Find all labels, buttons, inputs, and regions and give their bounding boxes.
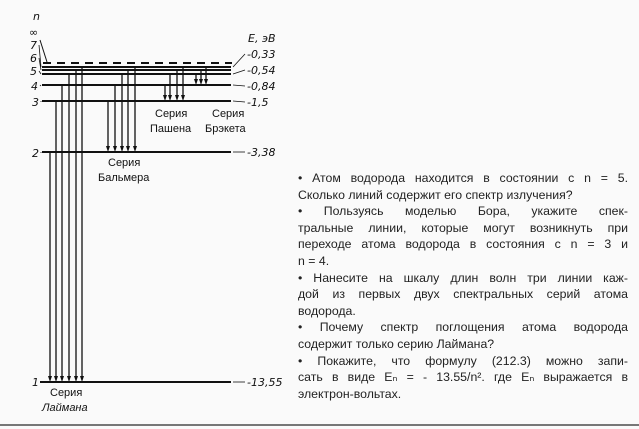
- question-line: Сколько линий содержит его спектр излуче…: [298, 187, 573, 202]
- energy-leader: [232, 100, 246, 103]
- lyman-label-2: Лаймана: [41, 402, 88, 414]
- level-number: 1: [32, 376, 39, 389]
- infinity-label: ∞: [29, 26, 38, 39]
- paschen-label-2: Пашена: [150, 123, 192, 135]
- arrowhead: [48, 376, 52, 382]
- arrowhead: [67, 376, 71, 382]
- question-line: • Покажите, что формулу (212.3) можно за…: [298, 353, 628, 368]
- energy-leader: [232, 69, 246, 75]
- level-leader: [38, 57, 42, 71]
- energy-leader: [232, 84, 246, 87]
- question-line: электрон-вольтах.: [298, 386, 402, 401]
- level-number: 2: [32, 147, 39, 160]
- balmer-label-1: Серия: [108, 157, 140, 169]
- level-number: 6: [30, 52, 37, 65]
- arrowhead: [106, 146, 110, 152]
- arrowhead: [113, 146, 117, 152]
- level-energy: -13,55: [247, 376, 282, 389]
- level-leader: [39, 84, 42, 87]
- brackett-label-1: Серия: [212, 108, 244, 120]
- arrowhead: [168, 95, 172, 101]
- arrowhead: [181, 95, 185, 101]
- level-number: 7: [30, 39, 37, 52]
- arrowhead: [54, 376, 58, 382]
- arrowhead: [120, 146, 124, 152]
- arrowhead: [194, 79, 198, 85]
- divider: [0, 424, 639, 426]
- energy-axis-label: E, эВ: [248, 32, 276, 45]
- question-line: • Атом водорода находится в состоянии с …: [298, 171, 628, 185]
- arrowhead: [163, 95, 167, 101]
- level-number: 3: [32, 96, 39, 109]
- n-axis-label: n: [33, 10, 40, 23]
- question-line: сать в виде Eₙ = - 13.55/n². где Eₙ выра…: [298, 370, 628, 385]
- arrowhead: [133, 146, 137, 152]
- balmer-label-2: Бальмера: [98, 172, 150, 184]
- energy-leader: [232, 53, 246, 68]
- level-energy: -3,38: [247, 146, 275, 159]
- arrowhead: [175, 95, 179, 101]
- level-leader: [38, 44, 42, 68]
- question-line: дой из первых двух спектральных серий ат…: [298, 287, 628, 302]
- level-energy: -1,5: [247, 96, 268, 109]
- level-number: 5: [30, 65, 37, 78]
- lyman-label-1: Серия: [50, 387, 82, 399]
- arrowhead: [60, 376, 64, 382]
- level-energy: -0,54: [247, 64, 275, 77]
- question-line: n = 4.: [298, 253, 330, 268]
- level-leader: [38, 70, 42, 75]
- question-line: тральные линии, которые могут возникнуть…: [298, 220, 628, 235]
- questions-block: • Атом водорода находится в состоянии с …: [298, 170, 628, 402]
- paschen-label-1: Серия: [155, 108, 187, 120]
- arrowhead: [199, 79, 203, 85]
- level-energy: -0,84: [247, 80, 275, 93]
- question-line: • Почему спектр поглощения атома водород…: [298, 320, 628, 335]
- arrowhead: [74, 376, 78, 382]
- level-energy: -0,33: [247, 48, 275, 61]
- arrowhead: [80, 376, 84, 382]
- brackett-label-2: Брэкета: [205, 123, 247, 135]
- question-line: водорода.: [298, 303, 356, 318]
- question-line: • Пользуясь моделью Бора, укажите спек-: [298, 204, 628, 219]
- arrowhead: [204, 79, 208, 85]
- pointer-line: [39, 39, 48, 63]
- level-number: 4: [31, 80, 38, 93]
- question-line: содержит только серию Лаймана?: [298, 336, 495, 351]
- arrowhead: [126, 146, 130, 152]
- question-line: • Нанесите на шкалу длин волн три линии …: [298, 270, 628, 285]
- question-line: переходе атома водорода в состояния с n …: [298, 237, 628, 252]
